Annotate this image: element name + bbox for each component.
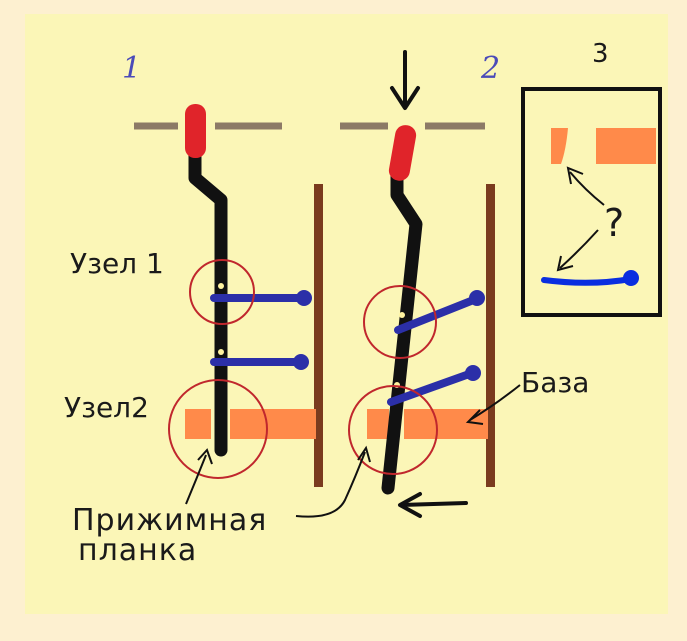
arrow-head-icon — [197, 448, 213, 465]
inset-frame — [521, 87, 662, 317]
number-3: 3 — [592, 39, 609, 69]
inset-arrow-up — [569, 171, 605, 206]
inset-3: ? — [521, 87, 662, 317]
node-2-label: Узел2 — [64, 391, 149, 424]
hole-dot — [218, 283, 224, 289]
pin-upper-head — [296, 290, 312, 306]
node-1-label: Узел 1 — [70, 247, 164, 280]
arrow-head-icon — [566, 166, 584, 185]
clamp-plate-left — [185, 409, 211, 439]
inset-arrow-down — [559, 229, 599, 269]
node-2-circle — [168, 379, 268, 479]
left-arrow-icon — [398, 492, 468, 518]
inset-plate-fragment — [551, 128, 568, 164]
pin-lower-head — [293, 354, 309, 370]
down-arrow-icon — [390, 50, 420, 110]
inset-pin — [541, 276, 634, 286]
arrow-head-icon — [465, 409, 484, 425]
pin-lower-head — [465, 365, 481, 381]
red-tip — [185, 104, 206, 158]
clamp-plate-right — [404, 409, 488, 439]
clamp-leader-2 — [295, 451, 366, 518]
number-1: 1 — [122, 51, 141, 86]
number-2: 2 — [480, 51, 500, 86]
clamp-plate-left — [367, 409, 389, 439]
hole-dot — [218, 349, 224, 355]
node-2-circle — [348, 385, 438, 475]
base-label: База — [521, 366, 589, 399]
pin-lower — [387, 369, 476, 406]
base-leader — [469, 384, 521, 421]
pin-upper-head — [469, 290, 485, 306]
question-mark: ? — [604, 201, 624, 245]
clamp-leader-1 — [185, 454, 207, 505]
base-wall — [486, 184, 495, 487]
clamp-plate-right — [230, 409, 316, 439]
arrow-head-icon — [556, 255, 574, 272]
rod — [188, 145, 228, 457]
red-tip — [388, 125, 417, 181]
pin-upper — [394, 295, 480, 334]
node-1-circle — [363, 285, 437, 359]
figure-1 — [134, 104, 323, 487]
arrow-head-icon — [357, 445, 371, 463]
rod-tilted — [381, 163, 423, 495]
inset-plate — [596, 128, 656, 164]
clamp-label-line1: Прижимная — [72, 503, 267, 538]
node-1-circle — [189, 259, 255, 325]
hole-dot — [399, 312, 405, 318]
base-wall — [314, 184, 323, 487]
clamp-label-line2: планка — [78, 533, 197, 568]
inset-pin-head — [623, 270, 639, 286]
figure-2 — [340, 122, 495, 495]
